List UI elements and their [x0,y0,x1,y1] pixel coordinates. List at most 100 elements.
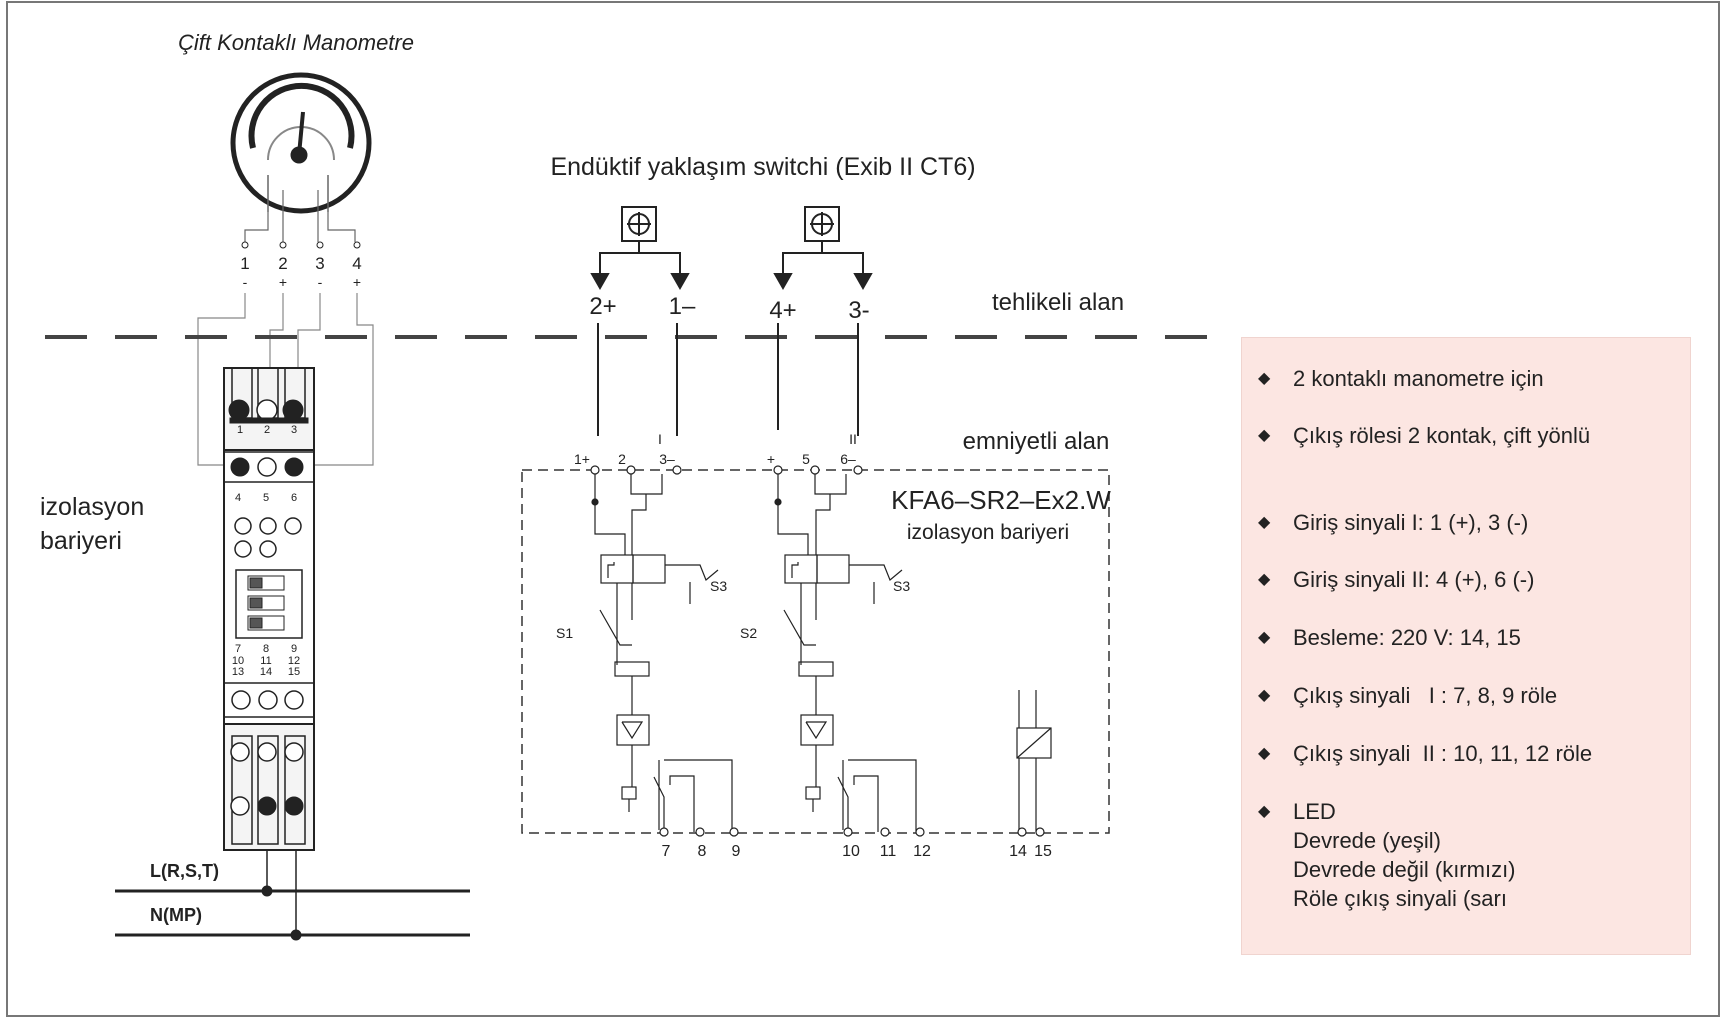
manometer: Çift Kontaklı Manometre [178,30,414,249]
contact-label: S3 [710,578,727,594]
led-title: LED [1293,799,1336,824]
device-number: 15 [288,666,300,678]
info-item-led: ◆ LED Devrede (yeşil) Devrede değil (kır… [1258,797,1690,913]
switch-terminal: 1– [669,293,696,320]
outer-frame [6,1,1720,1017]
info-item-text: 2 kontaklı manometre için [1293,366,1544,391]
module-terminal: 1+ [574,451,590,467]
manometer-polarity: + [279,274,287,290]
bottom-terminal: 7 [662,843,671,860]
manometer-polarity: + [353,274,361,290]
device-number: 5 [263,492,269,504]
module-terminal: 6– [840,451,856,467]
info-item-text: Çıkış rölesi 2 kontak, çift yönlü [1293,423,1591,448]
info-item-text: Giriş sinyali I: 1 (+), 3 (-) [1293,510,1529,535]
bottom-terminal: 12 [913,843,931,860]
info-item: ◆ Çıkış rölesi 2 kontak, çift yönlü [1258,421,1690,450]
module-model: KFA6–SR2–Ex2.W [891,485,1111,515]
info-item-text: Besleme: 220 V: 14, 15 [1293,625,1521,650]
info-item: ◆ 2 kontaklı manometre için [1258,364,1690,393]
switch-terminal: 4+ [769,297,796,324]
info-item-text: Çıkış sinyali II : 10, 11, 12 röle [1293,741,1593,766]
proximity-switches [590,206,873,436]
device-number: 3 [291,424,297,436]
switch-terminal-labels: 2+ 1– 4+ 3- [589,293,869,324]
info-item: ◆ Besleme: 220 V: 14, 15 [1258,623,1690,652]
device-number: 10 [232,655,244,667]
manometer-title: Çift Kontaklı Manometre [178,30,414,55]
barrier-device [223,367,315,851]
info-list: ◆ 2 kontaklı manometre için ◆ Çıkış rölesi… [1242,338,1690,913]
module-top-terminals: 1+ 2 3– + 5 6– I II [574,431,857,467]
contact-label: S1 [556,625,573,641]
bottom-terminal: 15 [1034,843,1052,860]
bottom-terminal: 8 [698,843,707,860]
diamond-icon: ◆ [1258,687,1271,704]
info-item: ◆ Giriş sinyali I: 1 (+), 3 (-) [1258,508,1690,537]
switch-terminal: 2+ [589,293,616,320]
device-number: 1 [237,424,243,436]
info-item-text: Çıkış sinyali I : 7, 8, 9 röle [1293,683,1558,708]
device-number: 8 [263,643,269,655]
device-number: 7 [235,643,241,655]
channel-mark: II [849,431,857,447]
module-terminal: 5 [802,451,810,467]
led-line: Röle çıkış sinyali (sarı [1293,886,1507,911]
hazard-zone-label: tehlikeli alan [992,289,1124,316]
manometer-terminal: 2 [278,254,287,273]
led-line: Devrede (yeşil) [1293,828,1441,853]
diamond-icon: ◆ [1258,803,1271,820]
info-panel: ◆ 2 kontaklı manometre için ◆ Çıkış rölesi… [1241,337,1691,955]
manometer-terminal: 1 [240,254,249,273]
module-terminal: + [767,451,775,467]
diamond-icon: ◆ [1258,427,1271,444]
diamond-icon: ◆ [1258,629,1271,646]
manometer-terminal: 3 [315,254,324,273]
channel-mark: I [658,431,662,447]
led-line: Devrede değil (kırmızı) [1293,857,1516,882]
contact-label: S2 [740,625,757,641]
module-terminal: 3– [659,451,675,467]
device-number: 12 [288,655,300,667]
diamond-icon: ◆ [1258,745,1271,762]
bottom-terminal-numbers: 7 8 9 10 11 12 14 15 [662,843,1052,860]
device-number: 2 [264,424,270,436]
bottom-terminal: 9 [732,843,741,860]
diamond-icon: ◆ [1258,571,1271,588]
manometer-wires [197,293,374,466]
switch-title: Endüktif yaklaşım switchi (Exib II CT6) [550,153,975,181]
power-lines [115,850,470,941]
device-number: 11 [260,655,271,667]
channel-2-circuit [773,465,925,837]
diamond-icon: ◆ [1258,370,1271,387]
info-item-text: Giriş sinyali II: 4 (+), 6 (-) [1293,567,1535,592]
info-item: ◆ Çıkış sinyali I : 7, 8, 9 röle [1258,681,1690,710]
barrier-device-numbers: 1 2 3 4 5 6 7 8 9 10 11 12 13 14 15 [232,424,300,678]
bottom-terminal: 14 [1009,843,1027,860]
info-item: ◆ Çıkış sinyali II : 10, 11, 12 röle [1258,739,1690,768]
device-number: 14 [260,666,272,678]
module-terminal: 2 [618,451,626,467]
switch-terminal: 3- [848,297,869,324]
barrier-label: bariyeri [40,527,122,555]
manometer-polarity: - [243,274,248,290]
contact-label: S3 [893,578,910,594]
device-number: 13 [232,666,244,678]
info-item: ◆ Giriş sinyali II: 4 (+), 6 (-) [1258,565,1690,594]
manometer-terminal-numbers: 1 2 3 4 - + - + [240,254,361,290]
bottom-terminal: 10 [842,843,860,860]
contact-labels: S1 S2 S3 S3 [556,578,910,641]
device-number: 4 [235,492,241,504]
safe-zone-label: emniyetli alan [963,428,1110,455]
diamond-icon: ◆ [1258,514,1271,531]
bottom-terminal: 11 [880,843,897,860]
barrier-label: izolasyon [40,493,144,521]
manometer-polarity: - [318,274,323,290]
power-line-label: N(MP) [150,905,202,925]
manometer-terminal: 4 [352,254,361,273]
module-subtitle: izolasyon bariyeri [907,521,1069,544]
power-supply-circuit [1016,690,1052,837]
device-number: 9 [291,643,297,655]
power-line-label: L(R,S,T) [150,861,219,881]
